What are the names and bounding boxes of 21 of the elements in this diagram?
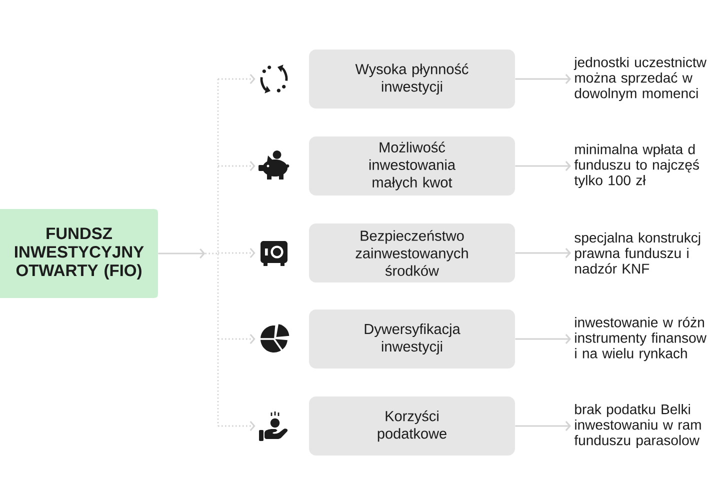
arrow <box>515 334 571 344</box>
arrow <box>515 248 571 258</box>
hand-coin-icon <box>259 412 288 441</box>
feature-box: Korzyści podatkowe <box>309 396 515 456</box>
description-text: jednostki uczestnictw można sprzedać w dowolnym momenci <box>574 56 706 102</box>
arrow <box>515 160 571 172</box>
description-text: inwestowanie w różn instrumenty finansow i na wielu rynkach <box>575 316 706 362</box>
feature-box: Możliwość inwestowania małych kwot <box>309 136 515 196</box>
feature-box: Wysoka płynność inwestycji <box>309 50 515 108</box>
feature-box: Bezpieczeństwo zainwestowanych środków <box>309 224 515 282</box>
safe-icon <box>260 241 288 266</box>
main-box: FUNDSZ INWESTYCYJNY OTWARTY (FIO) <box>0 209 158 298</box>
description-text: minimalna wpłata d funduszu to najczęś tylko 100 zł <box>574 144 699 188</box>
piggy-bank-icon <box>258 150 290 180</box>
branching-arrow <box>158 74 256 431</box>
feature-box: Dywersyfikacja inwestycji <box>309 310 515 368</box>
pie-chart-icon <box>260 324 290 352</box>
arrow <box>515 420 571 432</box>
arrow <box>515 74 571 84</box>
description-text: brak podatku Belki inwestowaniu w ram funduszu parasolow <box>574 404 701 448</box>
description-text: specjalna konstrukcj prawna funduszu i nadzór KNF <box>574 232 700 274</box>
